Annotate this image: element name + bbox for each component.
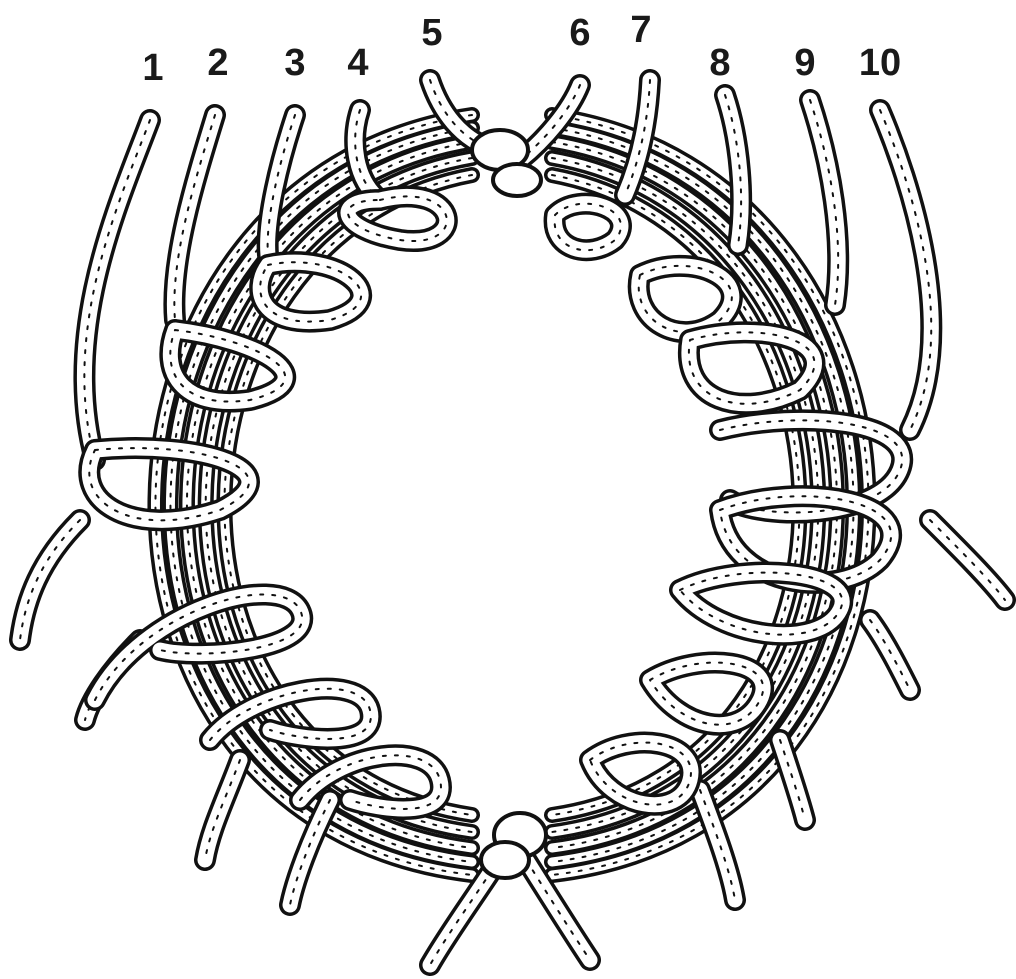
top-gathering-knot-wrap	[493, 164, 541, 196]
left-loop-1	[348, 196, 447, 241]
bottom-tail-1	[20, 520, 80, 640]
bottom-gathering-knot-wrap	[481, 842, 529, 878]
cord-label-3: 3	[284, 42, 305, 84]
right-loop-1	[555, 204, 621, 251]
cord-labels: 1 2 3 4 5 6 7 8 9 10	[142, 9, 901, 89]
top-strand-10	[880, 110, 931, 430]
cord-label-1: 1	[142, 47, 163, 89]
cord-label-7: 7	[630, 9, 651, 51]
top-strand-1	[84, 120, 150, 460]
cord-label-6: 6	[569, 12, 590, 54]
right-loop-2	[639, 266, 732, 332]
bottom-tail-10	[930, 520, 1005, 600]
bottom-tail-3	[205, 760, 240, 860]
top-strand-9	[810, 100, 838, 305]
gathering-knots	[472, 130, 546, 878]
cord-label-2: 2	[207, 42, 228, 84]
bottom-tail-9	[870, 620, 910, 690]
cord-label-9: 9	[794, 42, 815, 84]
cord-label-5: 5	[421, 12, 442, 54]
cord-label-10: 10	[859, 42, 901, 84]
cord-label-8: 8	[709, 42, 730, 84]
cord-label-4: 4	[347, 42, 368, 84]
bottom-tail-8	[780, 740, 805, 820]
